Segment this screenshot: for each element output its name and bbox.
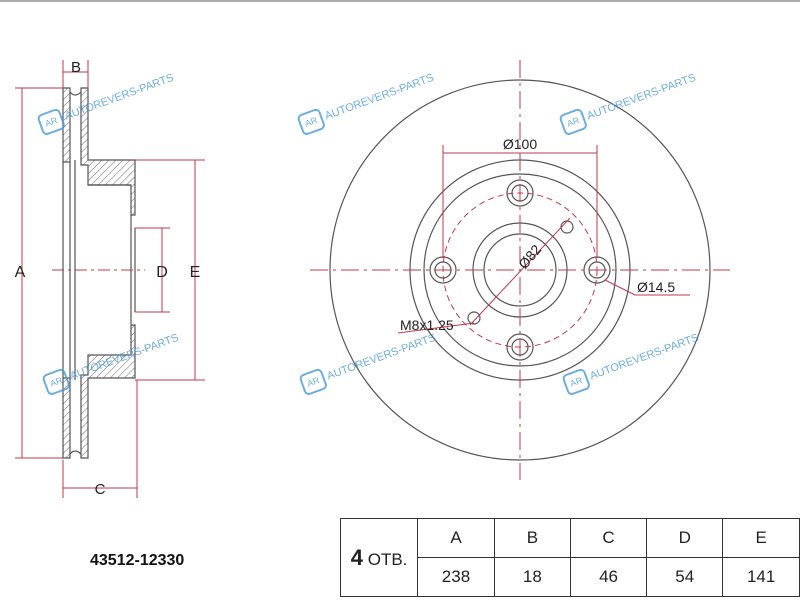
header-c: C bbox=[569, 518, 648, 558]
side-section-view bbox=[62, 87, 136, 459]
holes-suffix: ОТВ. bbox=[367, 549, 408, 569]
header-b: B bbox=[493, 518, 571, 558]
dim-c-label: C bbox=[95, 481, 106, 498]
part-number: 43512-12330 bbox=[90, 552, 185, 569]
dim-e-label: E bbox=[190, 264, 201, 281]
side-dimensions bbox=[15, 60, 205, 498]
dim-b-label: B bbox=[71, 59, 81, 76]
thread-label: M8x1.25 bbox=[400, 317, 454, 333]
holes-count: 4 bbox=[350, 544, 363, 570]
value-a: 238 bbox=[417, 557, 495, 597]
value-e: 141 bbox=[722, 557, 800, 597]
dim-d-label: D bbox=[156, 264, 168, 281]
dimensions-table: 4 ОТВ. A B C D E 238 18 46 54 141 bbox=[339, 518, 800, 597]
value-b: 18 bbox=[493, 557, 571, 597]
front-dimensions bbox=[310, 60, 730, 480]
hole-diameter-label: Ø14.5 bbox=[637, 279, 675, 295]
header-a: A bbox=[417, 518, 495, 558]
hub-diameter-label: Ø82 bbox=[515, 241, 544, 272]
value-c: 46 bbox=[569, 557, 648, 597]
dim-a-label: A bbox=[15, 264, 26, 281]
table-header-row: 4 ОТВ. A B C D E bbox=[339, 518, 800, 597]
holes-count-cell: 4 ОТВ. bbox=[339, 518, 419, 597]
header-e: E bbox=[722, 518, 800, 558]
value-d: 54 bbox=[646, 557, 724, 597]
table-values-row: 238 18 46 54 141 bbox=[341, 557, 800, 597]
header-d: D bbox=[646, 518, 724, 558]
pcd-label: Ø100 bbox=[503, 136, 537, 152]
